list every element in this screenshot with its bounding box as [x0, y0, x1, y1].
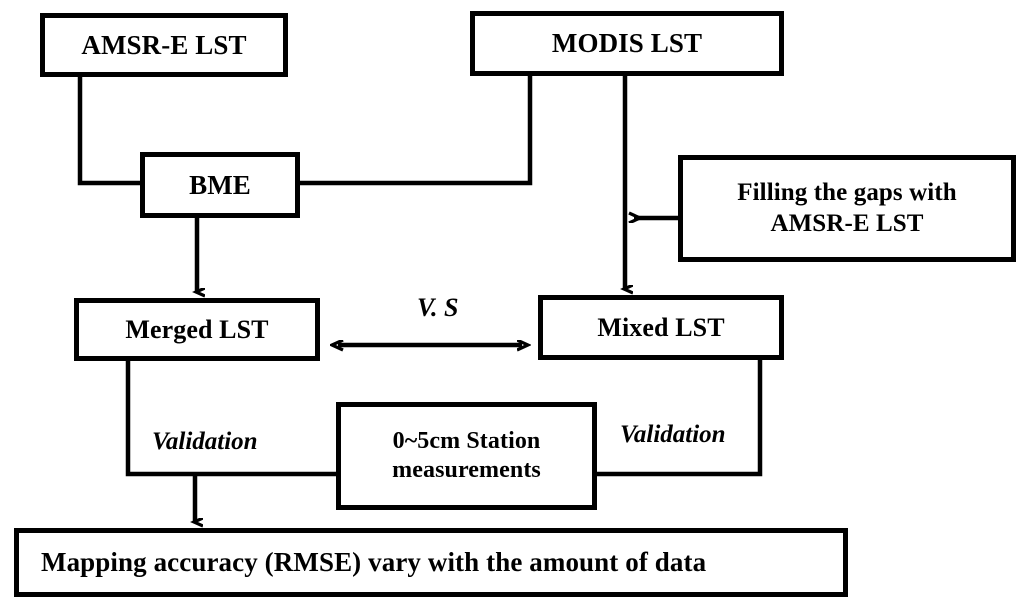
node-amsre-lst-label: AMSR-E LST: [81, 29, 247, 60]
edge-label-vs: V. S: [417, 293, 459, 322]
edge-amsre-to-bme: [77, 77, 140, 186]
node-filling-the-gaps[interactable]: Filling the gaps with AMSR-E LST: [678, 155, 1016, 262]
edge-label-validation-right: Validation: [620, 421, 726, 448]
node-mapping-accuracy-label: Mapping accuracy (RMSE) vary with the am…: [41, 547, 707, 578]
node-merged-lst-label: Merged LST: [125, 314, 269, 344]
node-mapping-accuracy[interactable]: Mapping accuracy (RMSE) vary with the am…: [14, 528, 848, 597]
edge-merged-to-station: [125, 361, 336, 477]
node-merged-lst[interactable]: Merged LST: [74, 298, 320, 361]
node-mixed-lst-label: Mixed LST: [597, 312, 725, 342]
node-modis-lst-label: MODIS LST: [551, 28, 703, 59]
node-modis-lst[interactable]: MODIS LST: [470, 11, 784, 76]
edge-bme-to-modis: [300, 76, 533, 186]
node-station-measurements-label: 0~5cm Station measurements: [392, 427, 541, 483]
node-bme-label: BME: [189, 169, 251, 200]
node-amsre-lst[interactable]: AMSR-E LST: [40, 13, 288, 77]
edge-mixed-to-station: [597, 360, 763, 477]
node-station-measurements[interactable]: 0~5cm Station measurements: [336, 402, 597, 510]
node-mixed-lst[interactable]: Mixed LST: [538, 295, 784, 360]
edge-label-validation-left: Validation: [152, 428, 258, 455]
node-filling-the-gaps-label: Filling the gaps with AMSR-E LST: [737, 179, 957, 237]
node-bme[interactable]: BME: [140, 152, 300, 218]
